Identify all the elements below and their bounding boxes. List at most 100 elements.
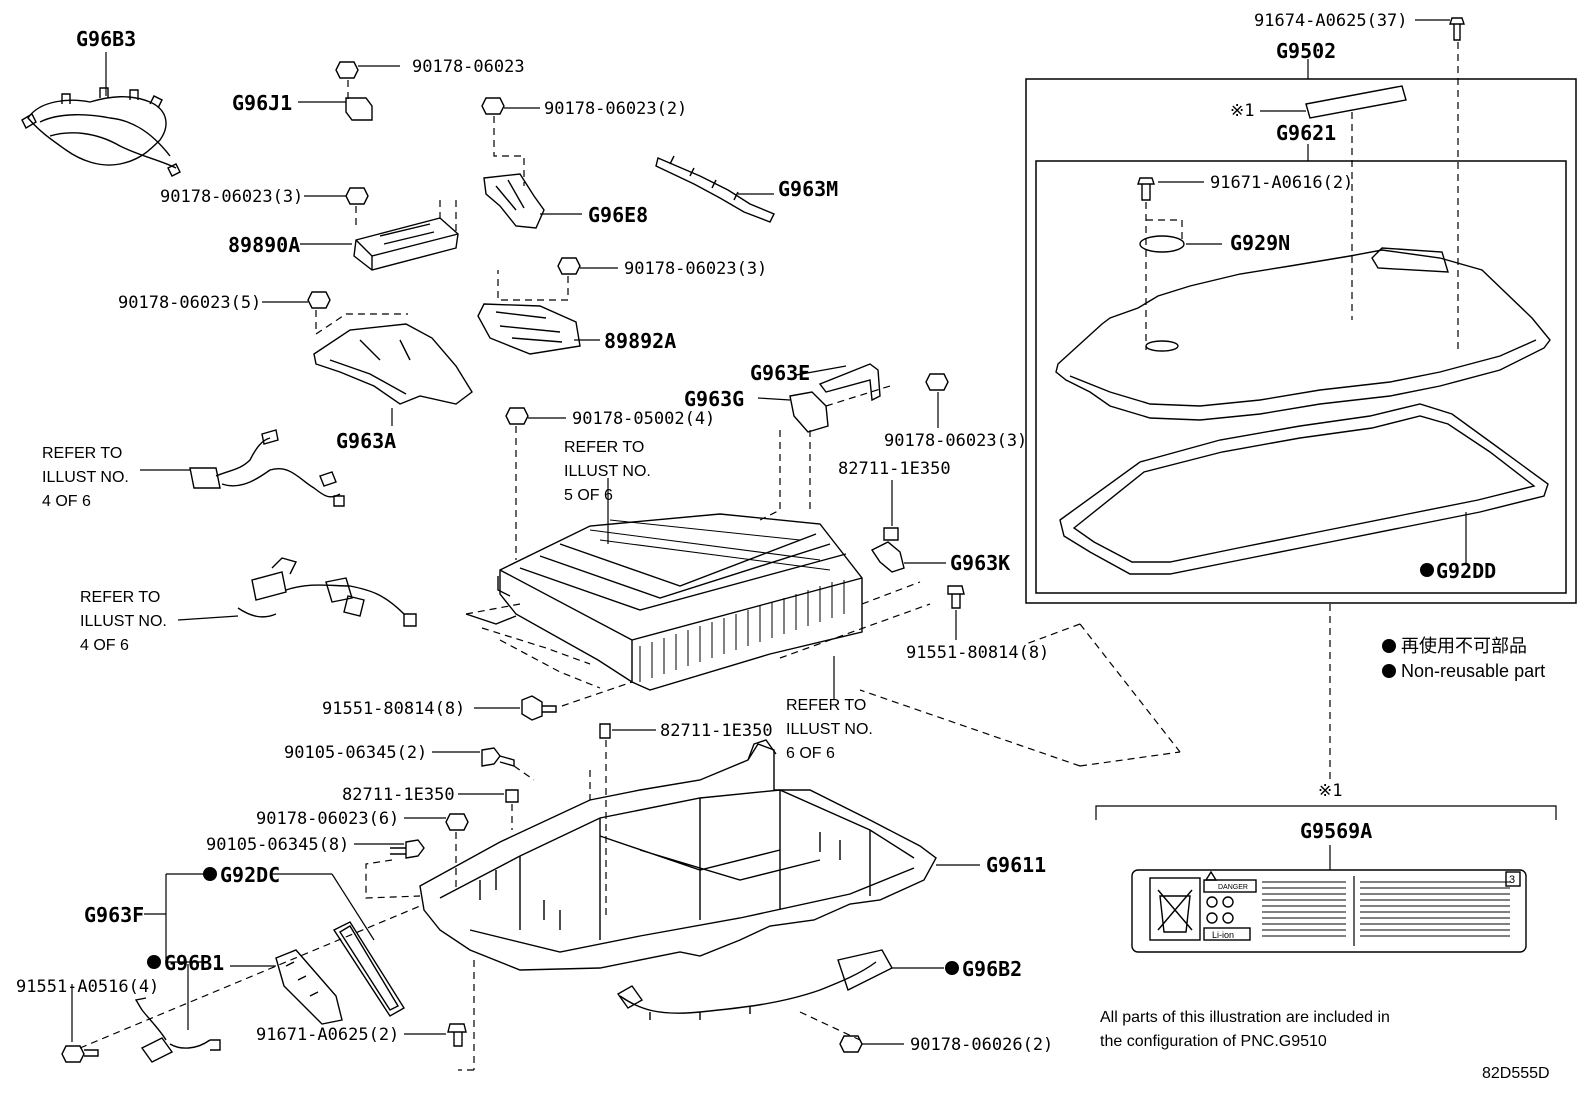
clip-icon	[883, 527, 899, 541]
label-91551-80814-8b: 91551-80814(8)	[322, 699, 465, 719]
g963a-bracket-icon	[313, 323, 473, 405]
bolt-91674-a0625-icon	[1449, 17, 1465, 41]
label-g96b1: G96B1	[164, 951, 224, 975]
bolt-90105-icon	[481, 747, 515, 767]
clip-icon	[599, 723, 611, 739]
nut-icon	[335, 61, 359, 79]
label-91551-80814-8: 91551-80814(8)	[906, 643, 1049, 663]
label-mark1b: ※1	[1318, 781, 1342, 801]
nut-icon	[925, 373, 949, 391]
nut-icon	[345, 187, 369, 205]
gasket-icon	[1059, 403, 1549, 575]
label-90178-06023: 90178-06023	[412, 57, 525, 77]
nut-icon	[481, 97, 505, 115]
refer-note-3: REFER TO ILLUST NO. 5 OF 6	[564, 439, 651, 504]
g96b1-connector-icon	[275, 949, 343, 1025]
label-g963f: G963F	[84, 903, 144, 927]
g92dc-gasket-icon	[332, 921, 405, 1017]
g9569a-bracket	[1095, 805, 1557, 820]
legend-japanese: 再使用不可部品	[1401, 636, 1527, 656]
label-91674-a0625-37: 91674-A0625(37)	[1254, 11, 1408, 31]
g963g-bracket-icon	[789, 391, 829, 433]
label-82711-1e350-c: 82711-1E350	[342, 785, 455, 805]
refer-note-1: REFER TO ILLUST NO. 4 OF 6	[42, 445, 129, 510]
label-g963a: G963A	[336, 429, 396, 453]
nut-icon	[445, 813, 469, 831]
harness-sensor-icon	[134, 997, 221, 1063]
plate-liion-text: Li-ion	[1212, 930, 1234, 940]
label-g929n: G929N	[1230, 231, 1290, 255]
g96b2-harness-icon	[616, 949, 893, 1020]
label-90178-06023-2: 90178-06023(2)	[544, 99, 687, 119]
label-90178-06023-3b: 90178-06023(3)	[624, 259, 767, 279]
label-82711-1e350-b: 82711-1E350	[660, 721, 773, 741]
label-90178-06023-5: 90178-06023(5)	[118, 293, 261, 313]
label-90178-06026-2: 90178-06026(2)	[910, 1035, 1053, 1055]
svg-text:4 OF 6: 4 OF 6	[42, 493, 91, 510]
label-90178-06023-3c: 90178-06023(3)	[884, 431, 1027, 451]
g963m-strip-icon	[655, 155, 775, 223]
label-g9569a: G9569A	[1300, 819, 1372, 843]
harness-refer-4-icon	[189, 429, 345, 507]
g96e8-bracket-icon	[483, 173, 545, 229]
nut-icon	[307, 291, 331, 309]
svg-text:6 OF 6: 6 OF 6	[786, 745, 835, 762]
label-g92dc: G92DC	[220, 863, 280, 887]
g9502-assembly-box	[1025, 78, 1577, 604]
nut-icon	[839, 1035, 863, 1053]
label-g9502: G9502	[1276, 39, 1336, 63]
nut-icon	[557, 257, 581, 275]
bolt-91551-80814b-icon	[521, 695, 557, 721]
refer-note-2: REFER TO ILLUST NO. 4 OF 6	[80, 589, 167, 654]
g9611-battery-tray-icon	[419, 739, 937, 971]
g929n-seal-icon	[1139, 235, 1185, 253]
nut-icon	[505, 407, 529, 425]
harness-refer-4b-icon	[237, 557, 417, 627]
label-g9621: G9621	[1276, 121, 1336, 145]
caution-sticker-icon	[1305, 85, 1407, 119]
bolt-91551-a0516-icon	[61, 1045, 99, 1063]
label-82711-1e350: 82711-1E350	[838, 459, 951, 479]
label-g9611: G9611	[986, 853, 1046, 877]
label-90178-05002-4: 90178-05002(4)	[572, 409, 715, 429]
svg-text:ILLUST NO.: ILLUST NO.	[42, 469, 129, 486]
g963e-bar-icon	[818, 363, 881, 402]
non-reusable-legend-dot	[1382, 639, 1396, 653]
label-g96e8: G96E8	[588, 203, 648, 227]
svg-text:REFER TO: REFER TO	[42, 445, 122, 462]
junction-box-89892a-icon	[477, 303, 581, 355]
label-89892a: 89892A	[604, 329, 676, 353]
bolt-91551-80814-icon	[947, 585, 965, 609]
footnote-line1: All parts of this illustration are inclu…	[1100, 1009, 1390, 1026]
bolt-90105b-icon	[390, 839, 425, 859]
svg-text:REFER TO: REFER TO	[80, 589, 160, 606]
label-90178-06023-6: 90178-06023(6)	[256, 809, 399, 829]
label-g96b3: G96B3	[76, 27, 136, 51]
svg-text:ILLUST NO.: ILLUST NO.	[786, 721, 873, 738]
g9621-assembly-box	[1035, 160, 1567, 594]
label-g92dd: G92DD	[1436, 559, 1496, 583]
g96b3-wire-harness-icon	[21, 87, 181, 177]
label-g963g: G963G	[684, 387, 744, 411]
ecu-89890a-icon	[353, 217, 459, 271]
label-91551-a0516-4: 91551-A0516(4)	[16, 977, 159, 997]
label-91671-a0625-2: 91671-A0625(2)	[256, 1025, 399, 1045]
label-91671-a0616-2: 91671-A0616(2)	[1210, 173, 1353, 193]
battery-stack-icon	[465, 513, 863, 691]
upper-cover-icon	[1055, 249, 1551, 421]
label-g96j1: G96J1	[232, 91, 292, 115]
label-g96b2: G96B2	[962, 957, 1022, 981]
plate-page-num: 3	[1509, 874, 1515, 886]
svg-text:ILLUST NO.: ILLUST NO.	[564, 463, 651, 480]
footnote-line2: the configuration of PNC.G9510	[1100, 1033, 1327, 1050]
label-90105-06345-8: 90105-06345(8)	[206, 835, 349, 855]
label-g963e: G963E	[750, 361, 810, 385]
label-mark1: ※1	[1230, 101, 1254, 121]
g963k-bracket-icon	[870, 541, 905, 573]
label-90178-06023-3: 90178-06023(3)	[160, 187, 303, 207]
label-g963m: G963M	[778, 177, 838, 201]
clip-icon	[505, 789, 519, 803]
svg-text:REFER TO: REFER TO	[564, 439, 644, 456]
